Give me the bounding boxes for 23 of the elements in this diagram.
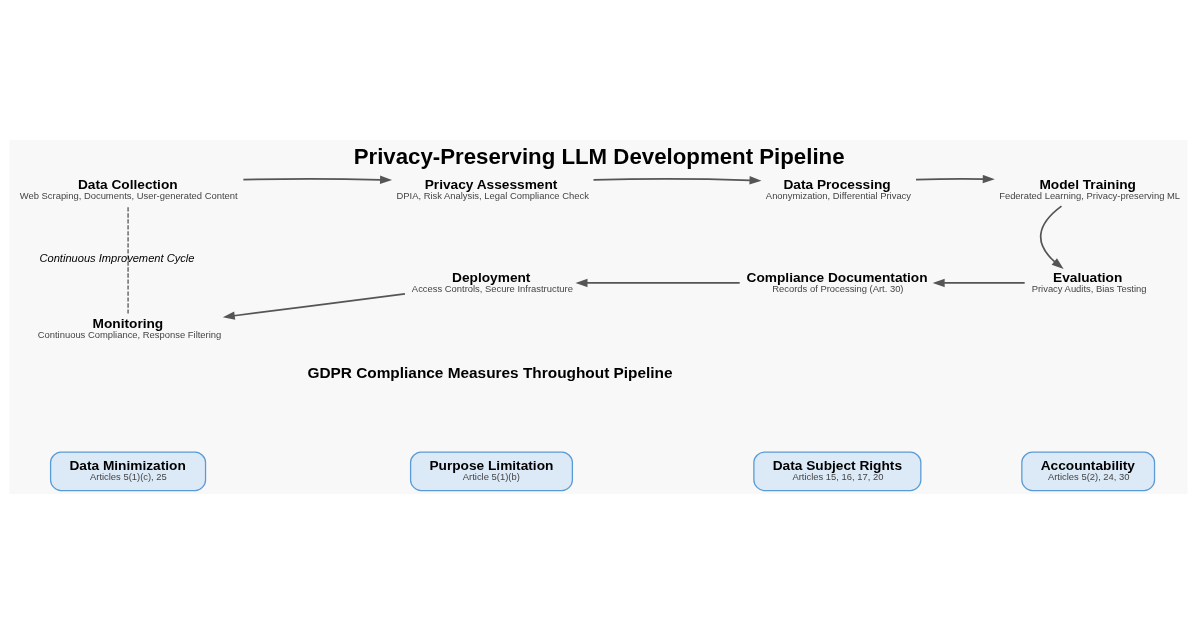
node-text: Compliance Documentation Records of Processing (Art. 30) <box>746 269 928 294</box>
node-text: Privacy Assessment DPIA, Risk Analysis, Legal Compliance Check <box>396 176 589 201</box>
connector <box>127 205 129 314</box>
label: GDPR Compliance Measures Throughout Pipeline <box>307 363 673 381</box>
node-text: Data Collection Web Scraping, Documents, User-generated Content <box>19 176 238 201</box>
diagram-title: Privacy-Preserving LLM Development Pipeline <box>353 143 845 169</box>
arrow <box>242 175 393 184</box>
node-text: Data Processing Anonymization, Differential Privacy <box>765 176 912 201</box>
node-box: Accountability Articles 5(2), 24, 30 <box>1021 450 1156 491</box>
arrow <box>592 175 762 184</box>
node-text: Monitoring Continuous Compliance, Response Filtering <box>37 315 222 340</box>
node-box: Data Subject Rights Articles 15, 16, 17, 20 <box>753 450 922 491</box>
arrow <box>915 174 995 183</box>
node-text: Model Training Federated Learning, Privacy-preserving ML <box>999 176 1181 201</box>
arrow <box>932 278 1026 287</box>
node-box: Data Minimization Articles 5(1)(c), 25 <box>49 450 207 491</box>
arrow <box>222 292 406 320</box>
node-text: Deployment Access Controls, Secure Infrastructure <box>411 269 573 294</box>
node-text: Evaluation Privacy Audits, Bias Testing <box>1031 269 1147 294</box>
edge-label: Continuous Improvement Cycle <box>39 251 195 264</box>
arrow <box>575 278 741 287</box>
node-box: Purpose Limitation Article 5(1)(b) <box>409 450 574 491</box>
arrow <box>1039 204 1064 269</box>
